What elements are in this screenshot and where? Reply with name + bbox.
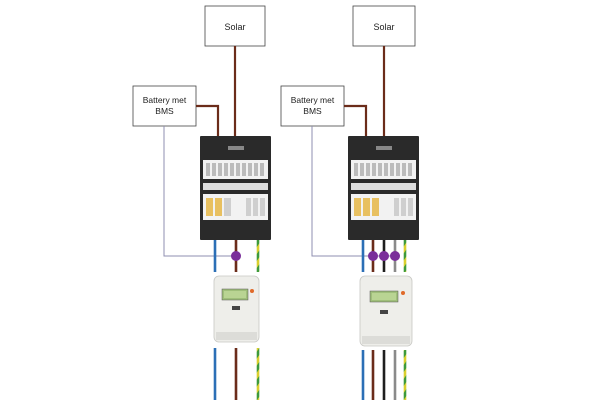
left-energy-meter — [213, 275, 260, 343]
right-energy-meter — [359, 275, 413, 347]
right-connection-dot-2 — [379, 251, 389, 261]
right-distribution-panel — [348, 136, 419, 240]
left-solar-box: Solar — [204, 5, 266, 47]
left-connection-dot — [231, 251, 241, 261]
right-connection-dot-3 — [390, 251, 400, 261]
right-battery-label-line2: BMS — [303, 106, 322, 116]
left-distribution-panel — [200, 136, 271, 240]
right-connection-dot-1 — [368, 251, 378, 261]
left-battery-label-line2: BMS — [155, 106, 174, 116]
right-battery-label-line1: Battery met — [291, 95, 335, 105]
right-solar-box: Solar — [352, 5, 416, 47]
left-bms-link — [163, 126, 236, 257]
left-battery-box: Battery met BMS — [132, 85, 197, 127]
left-solar-label: Solar — [224, 22, 245, 32]
right-bms-link — [311, 126, 395, 257]
right-solar-label: Solar — [373, 22, 394, 32]
left-system: Solar Battery met BMS — [132, 5, 271, 400]
right-battery-wire — [344, 104, 368, 140]
right-battery-box: Battery met BMS — [280, 85, 345, 127]
left-battery-wire — [196, 104, 220, 140]
left-battery-label-line1: Battery met — [143, 95, 187, 105]
right-system: Solar Battery met BMS — [280, 5, 419, 400]
